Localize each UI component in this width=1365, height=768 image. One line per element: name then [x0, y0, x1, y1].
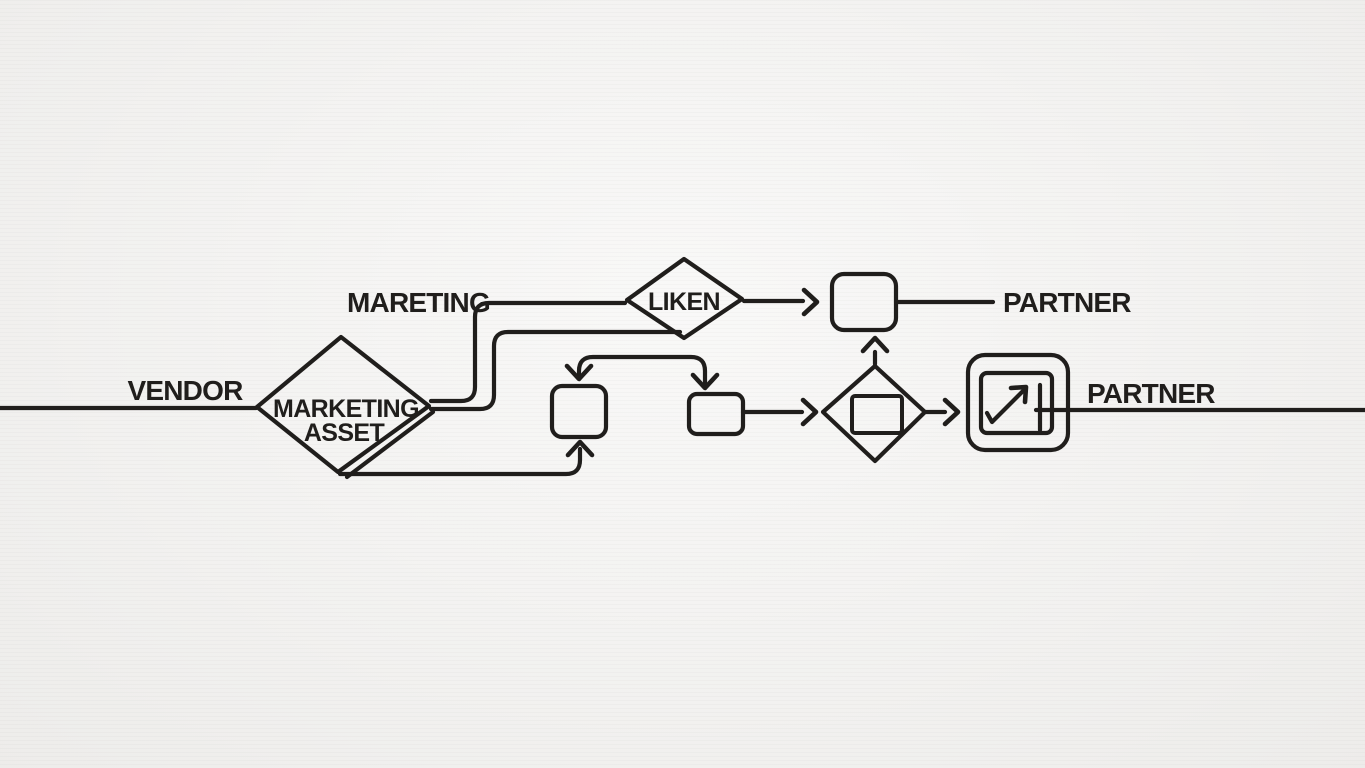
arrow-up-into-topbox-icon — [860, 335, 890, 354]
box-1 — [549, 383, 609, 440]
connector-asset-parallel-edge — [344, 409, 436, 480]
vendor-label: VENDOR — [128, 375, 244, 406]
connector-bottom-run — [337, 446, 583, 477]
connector-asset-to-liken-bottom — [428, 329, 683, 412]
arrow-right-into-topbox-icon — [801, 287, 820, 317]
arrow-down-into-box1-icon — [564, 363, 594, 382]
liken-diamond — [624, 256, 745, 341]
partner-right-label: PARTNER — [1087, 378, 1215, 409]
connector-asset-to-liken-top — [428, 300, 628, 404]
trend-arrowhead-icon — [1008, 384, 1029, 405]
trending-up-arrow-icon — [984, 382, 1043, 433]
liken-label: LIKEN — [648, 288, 720, 316]
check-diamond-inner-rect — [850, 394, 904, 435]
trend-line — [984, 387, 1027, 425]
check-diamond — [820, 363, 928, 464]
partner-top-label: PARTNER — [1003, 287, 1131, 318]
arrow-right-into-chartbox-icon — [942, 397, 961, 427]
marketing-asset-label-line2: ASSET — [304, 419, 385, 447]
arrow-right-into-diamond-icon — [800, 397, 819, 427]
loop-bracket-connector — [576, 354, 708, 387]
arrow-up-into-box1-icon — [565, 439, 595, 458]
box-2 — [686, 391, 746, 437]
top-box — [829, 271, 899, 333]
mareting-label: MARETING — [347, 287, 490, 318]
chart-box-outer — [965, 352, 1071, 453]
marketing-asset-label-line1: MARKETING — [273, 395, 419, 423]
arrow-down-into-box2-icon — [690, 372, 720, 391]
chart-box-inner — [978, 370, 1055, 436]
marketing-asset-diamond — [254, 334, 432, 475]
